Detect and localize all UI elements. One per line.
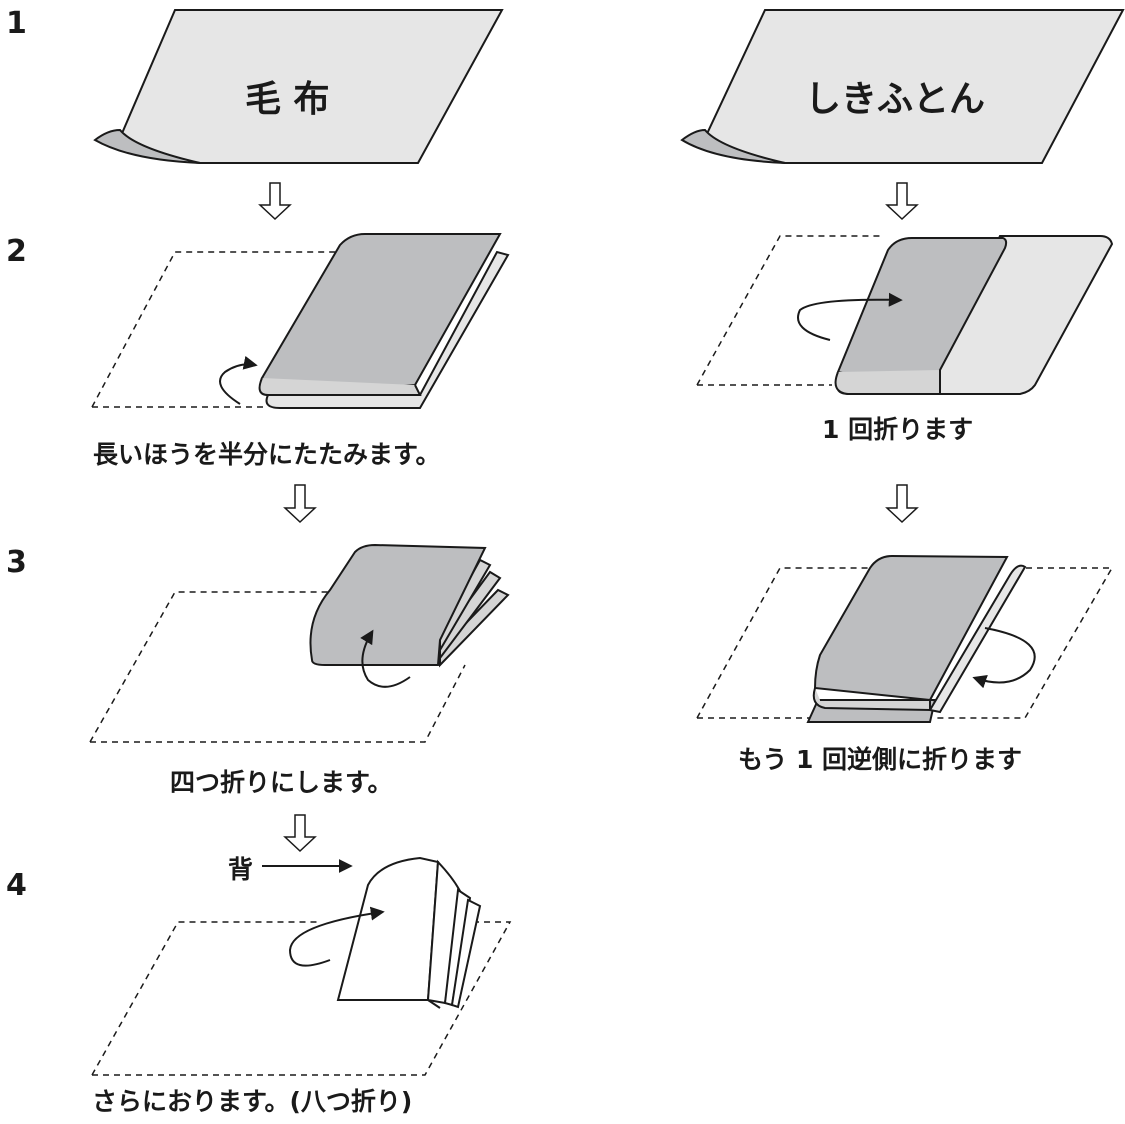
step-number-1: 1 — [6, 6, 27, 41]
blanket-title: 毛 布 — [245, 79, 330, 120]
step-number-4: 4 — [6, 868, 27, 903]
blanket-half-fold — [91, 233, 510, 409]
caption-fold-opposite: もう 1 回逆側に折ります — [738, 745, 1023, 774]
down-arrow-icon — [283, 484, 317, 524]
caption-fold-once: 1 回折ります — [822, 415, 974, 444]
mattress-double-fold — [696, 554, 1114, 723]
mattress-title: しきふとん — [805, 79, 986, 120]
down-arrow-icon — [885, 484, 919, 524]
down-arrow-icon — [283, 814, 317, 853]
caption-half-fold: 長いほうを半分にたたみます。 — [93, 440, 441, 469]
step-number-2: 2 — [6, 234, 27, 269]
down-arrow-icon — [885, 182, 919, 221]
mattress-single-fold — [696, 235, 1114, 395]
mattress-sheet — [680, 9, 1125, 164]
caption-eighth-fold: さらにおります。(八つ折り) — [92, 1087, 413, 1116]
blanket-sheet — [93, 9, 504, 164]
blanket-quarter-fold — [89, 543, 510, 743]
blanket-eighth-fold — [91, 856, 512, 1076]
caption-quarter-fold: 四つ折りにします。 — [170, 768, 393, 797]
step-number-3: 3 — [6, 545, 27, 580]
spine-label: 背 — [228, 855, 254, 884]
down-arrow-icon — [258, 182, 292, 221]
